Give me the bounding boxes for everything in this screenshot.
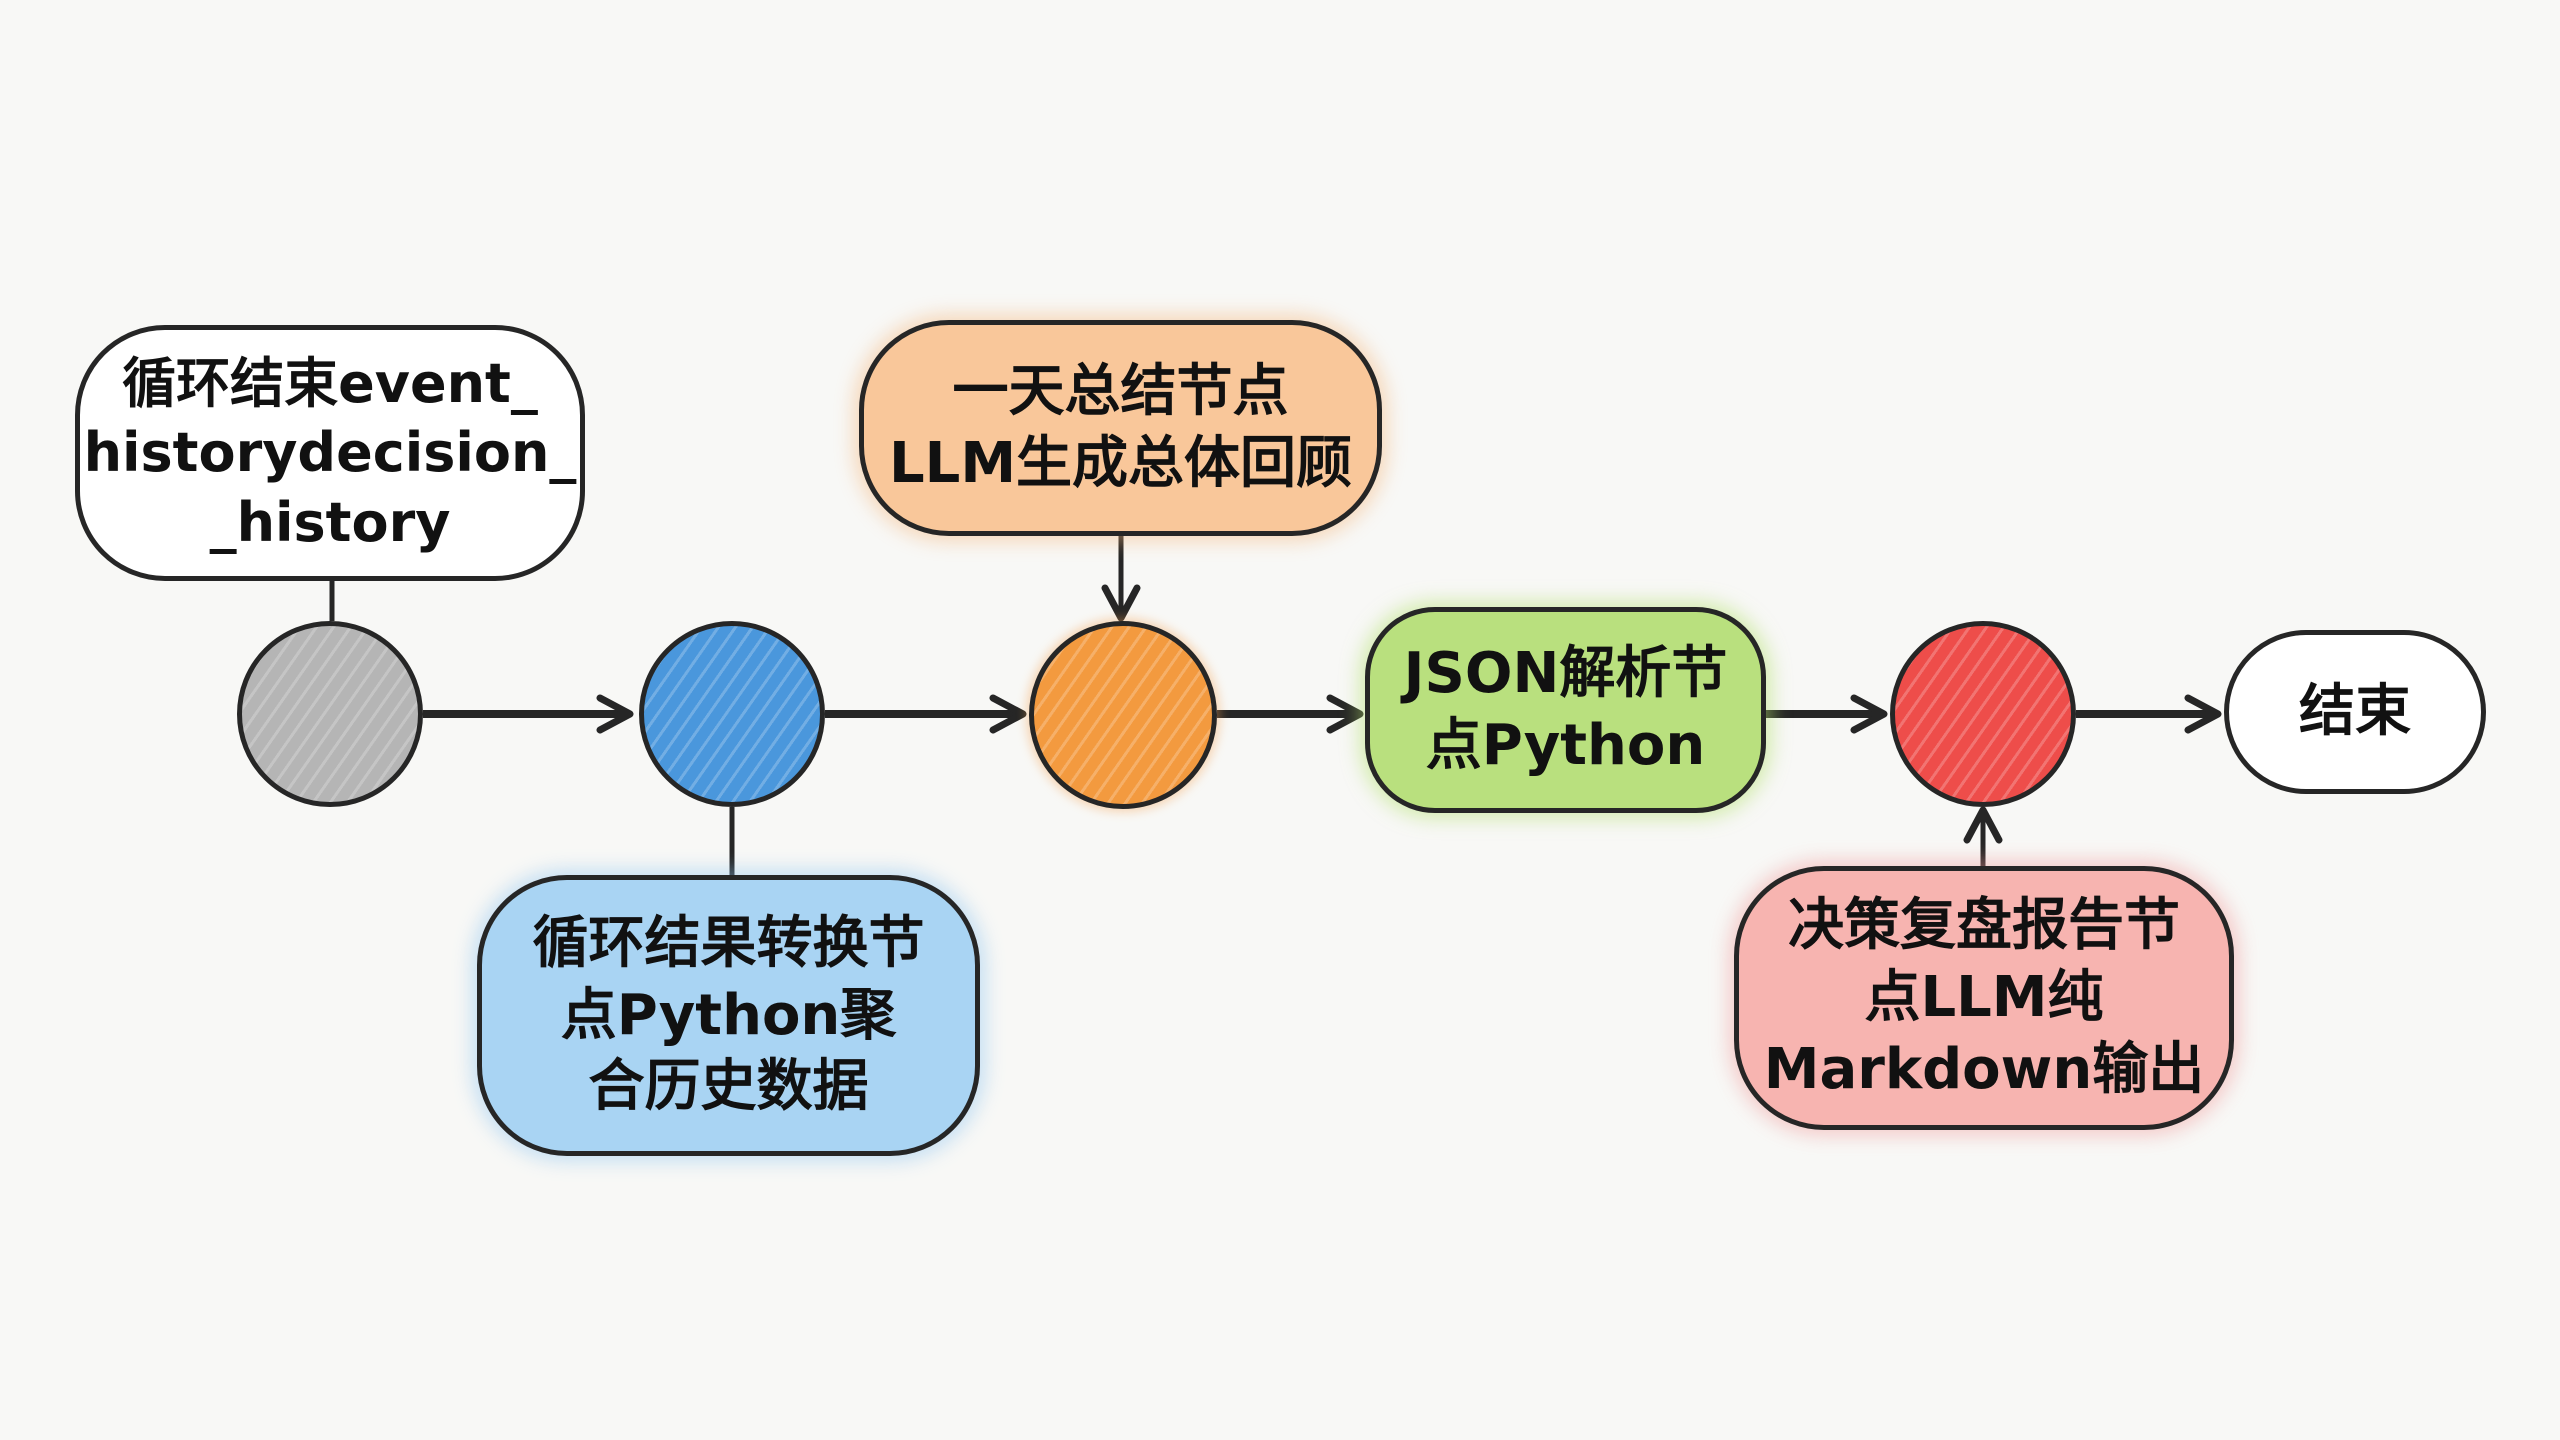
- annotation-daily-summary-label: 一天总结节点 LLM生成总体回顾: [888, 359, 1353, 496]
- annotation-loop-result-transform: 循环结果转换节 点Python聚 合历史数据: [477, 875, 980, 1156]
- node-end: 结束: [2224, 630, 2486, 794]
- node-red: [1890, 621, 2076, 807]
- node-blue: [639, 621, 825, 807]
- annotation-loop-result-transform-label: 循环结果转换节 点Python聚 合历史数据: [532, 910, 925, 1120]
- annotation-decision-review-report-label: 决策复盘报告节 点LLM纯 Markdown输出: [1763, 893, 2205, 1102]
- annotation-decision-review-report: 决策复盘报告节 点LLM纯 Markdown输出: [1734, 866, 2234, 1130]
- node-end-label: 结束: [2299, 679, 2411, 745]
- annotation-daily-summary: 一天总结节点 LLM生成总体回顾: [859, 320, 1382, 536]
- node-json-parse-label: JSON解析节 点Python: [1403, 641, 1728, 778]
- annotation-loop-end-history: 循环结束event_ historydecision_ _history: [75, 325, 585, 581]
- node-json-parse: JSON解析节 点Python: [1365, 607, 1766, 813]
- node-gray-start: [237, 621, 423, 807]
- node-orange: [1029, 621, 1217, 809]
- annotation-loop-end-history-label: 循环结束event_ historydecision_ _history: [83, 352, 577, 554]
